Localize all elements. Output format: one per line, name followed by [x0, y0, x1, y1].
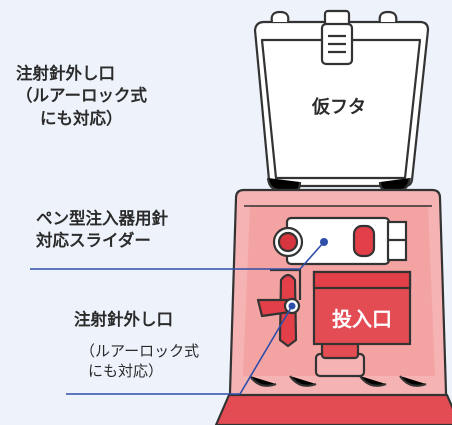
needle-remover-bottom-title: 注射針外し口	[74, 310, 173, 329]
label-line: （ルアーロック式	[16, 86, 148, 106]
lid-label: 仮フタ	[311, 96, 366, 118]
temporary-lid	[253, 9, 430, 192]
needle-remover-bottom-sub: （ルアーロック式 にも対応）	[80, 341, 199, 382]
label-line: ペン型注入器用針	[36, 209, 168, 228]
leader-lines	[30, 241, 325, 395]
insertion-slot	[270, 268, 412, 346]
label-line: （ルアーロック式	[80, 342, 200, 360]
needle-remover-top-label: 注射針外し口 （ルアーロック式 にも対応）	[16, 63, 147, 130]
label-line: にも対応）	[40, 108, 123, 128]
label-line: にも対応）	[88, 362, 164, 381]
label-line: 注射針外し口	[16, 64, 115, 83]
pen-needle-slider	[272, 216, 408, 266]
label-line: 対応スライダー	[36, 231, 151, 251]
needle-remover	[256, 273, 301, 348]
slot-label: 投入口	[332, 307, 392, 331]
slider-label: ペン型注入器用針 対応スライダー	[36, 208, 168, 253]
